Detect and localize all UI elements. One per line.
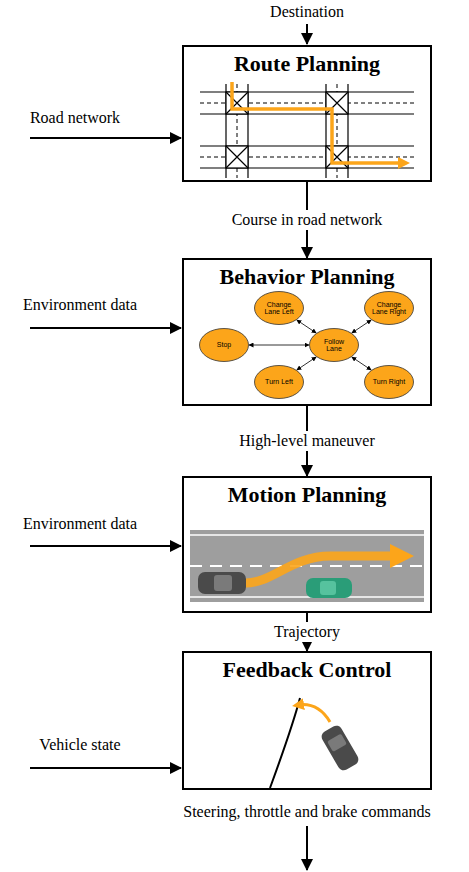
connector-arrow <box>297 320 316 333</box>
road-scene <box>190 530 424 602</box>
process-box: Behavior PlanningChange Lane Left Change … <box>182 258 432 406</box>
ellipse-outline <box>365 366 414 399</box>
state-label: Change Lane Right <box>371 301 407 316</box>
ellipse-outline <box>255 292 304 325</box>
state-ellipse: Turn Right <box>364 365 414 399</box>
edge-label: Trajectory <box>270 622 344 642</box>
box-title: Motion Planning <box>184 478 430 508</box>
edge-label: High-level maneuver <box>235 431 379 451</box>
connector-arrow <box>297 357 316 370</box>
io-label: Environment data <box>23 515 137 533</box>
edge-label: Course in road network <box>228 210 387 230</box>
ellipse-outline <box>200 329 249 362</box>
io-label: Vehicle state <box>39 736 120 754</box>
box-title: Feedback Control <box>184 653 430 683</box>
path-tracking <box>270 698 361 788</box>
process-box: Feedback Control <box>182 651 432 790</box>
process-box: Route Planning <box>182 45 432 182</box>
road-grid <box>200 82 414 178</box>
state-ellipse: Stop <box>199 328 249 362</box>
state-ellipse: Change Lane Right <box>364 291 414 325</box>
io-label: Steering, throttle and brake commands <box>183 803 430 821</box>
state-ellipse: Change Lane Left <box>254 291 304 325</box>
state-label: Turn Left <box>261 378 297 385</box>
process-box: Motion Planning <box>182 476 432 613</box>
io-label: Road network <box>30 109 120 127</box>
connector-arrow <box>249 345 309 346</box>
io-label: Environment data <box>23 296 137 314</box>
state-ellipse: Turn Left <box>254 365 304 399</box>
box-title: Behavior Planning <box>184 260 430 290</box>
connector-arrow <box>352 357 371 370</box>
state-label: Turn Right <box>371 378 407 385</box>
ellipse-outline <box>255 366 304 399</box>
state-ellipse: Follow Lane <box>309 328 359 362</box>
connector-arrow <box>352 320 371 333</box>
state-label: Follow Lane <box>316 338 352 353</box>
ellipse-outline <box>310 329 359 362</box>
ellipse-outline <box>365 292 414 325</box>
state-label: Change Lane Left <box>261 301 297 316</box>
io-label: Destination <box>270 3 344 21</box>
state-label: Stop <box>206 341 242 348</box>
box-title: Route Planning <box>184 47 430 77</box>
